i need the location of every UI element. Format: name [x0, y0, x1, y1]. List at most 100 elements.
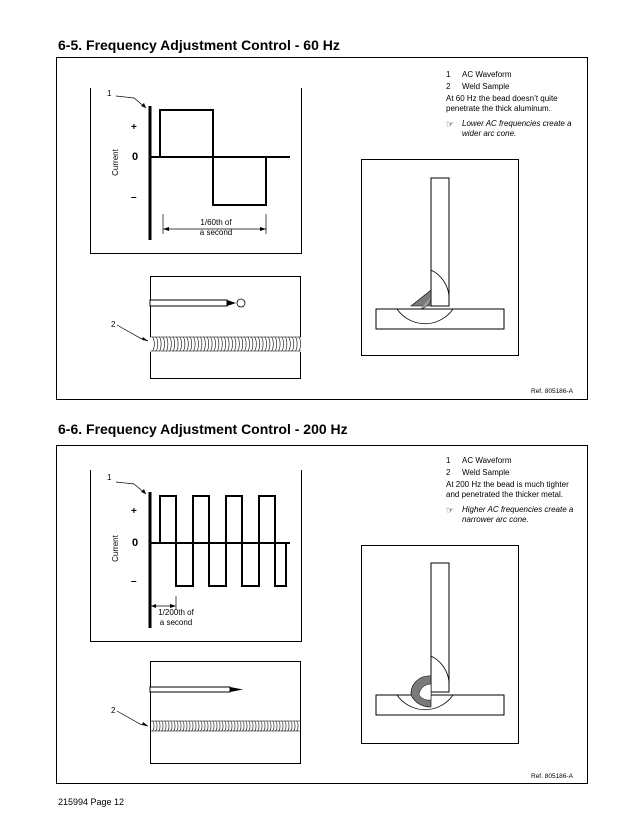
legend-item-2-200hz: 2 Weld Sample — [446, 468, 574, 478]
weld-ripple — [236, 336, 240, 352]
legend-text: Weld Sample — [462, 468, 510, 477]
weld-ripple — [209, 336, 213, 352]
weld-ripple — [169, 720, 173, 732]
legend-num: 1 — [446, 70, 451, 79]
weld-ripple — [160, 720, 164, 732]
weld-ripple — [163, 720, 167, 732]
weld-ripple — [226, 720, 230, 732]
weld-ripple — [172, 720, 176, 732]
zero-label-200hz: 0 — [132, 537, 139, 549]
weld-ripple — [287, 336, 291, 352]
weld-ripple — [199, 720, 203, 732]
weld-ripple — [192, 336, 196, 352]
callout-2-60hz: 2 — [111, 320, 116, 329]
joint-box-60hz — [361, 159, 519, 356]
weld-ripple — [262, 720, 266, 732]
weld-ripple — [155, 336, 158, 352]
tip-text-60hz: Lower AC frequencies create a wider arc … — [462, 119, 572, 138]
weld-ripple — [277, 720, 281, 732]
weld-sample-box-60hz — [150, 276, 301, 379]
plus-label-60hz: + — [131, 122, 137, 133]
section-title-200hz: 6-6. Frequency Adjustment Control - 200 … — [58, 421, 348, 437]
weld-ripple — [196, 336, 199, 352]
weld-ripple — [213, 336, 216, 352]
weld-ripple — [247, 720, 251, 732]
figure-frame-60hz — [56, 57, 588, 400]
weld-ripple — [178, 720, 182, 732]
weld-ripple — [216, 336, 220, 352]
weld-ripple — [241, 720, 245, 732]
weld-ripple — [270, 336, 274, 352]
weld-ripple — [289, 720, 293, 732]
weld-ripple — [187, 720, 191, 732]
callout-1-200hz: 1 — [107, 473, 112, 482]
weld-ripple — [253, 720, 257, 732]
weld-ripple — [193, 720, 197, 732]
weld-ripple — [223, 336, 226, 352]
legend-num: 1 — [446, 456, 451, 465]
weld-ripple — [211, 720, 215, 732]
waveform-panel-200hz — [90, 470, 302, 642]
callout-2-200hz: 2 — [111, 706, 116, 715]
weld-ripple — [196, 720, 200, 732]
period-label-200hz: 1/200th of a second — [144, 608, 208, 628]
weld-ripple — [214, 720, 218, 732]
weld-ripple — [271, 720, 275, 732]
ref-60hz: Ref. 805186-A — [531, 388, 573, 395]
weld-ripple — [229, 720, 233, 732]
weld-ripple — [281, 336, 284, 352]
weld-ripple — [181, 720, 185, 732]
weld-ripple — [260, 336, 264, 352]
weld-ripple — [172, 336, 175, 352]
weld-ripple — [230, 336, 233, 352]
legend-num: 2 — [446, 468, 451, 477]
section-title-60hz: 6-5. Frequency Adjustment Control - 60 H… — [58, 37, 340, 53]
notes-200hz: 1 AC Waveform 2 Weld Sample At 200 Hz the … — [446, 456, 574, 525]
minus-label-200hz: – — [131, 576, 137, 587]
weld-ripple — [256, 720, 260, 732]
weld-ripple — [243, 336, 247, 352]
plus-label-200hz: + — [131, 506, 137, 517]
weld-ripple — [294, 336, 298, 352]
weld-ripple — [185, 336, 189, 352]
weld-ripple — [220, 720, 224, 732]
weld-ripple — [277, 336, 281, 352]
weld-ripple — [184, 720, 188, 732]
weld-ripple — [240, 336, 243, 352]
weld-ripple — [291, 336, 294, 352]
weld-ripple — [268, 720, 272, 732]
weld-ripple — [158, 336, 162, 352]
weld-ripple — [274, 720, 278, 732]
tip-60hz: ☞ Lower AC frequencies create a wider arc… — [446, 119, 574, 139]
weld-ripple — [250, 720, 254, 732]
weld-ripple — [257, 336, 260, 352]
period-label-60hz: 1/60th of a second — [186, 218, 246, 238]
pointing-hand-icon: ☞ — [446, 505, 455, 515]
description-60hz: At 60 Hz the bead doesn’t quite penetrat… — [446, 94, 558, 113]
page-footer: 215994 Page 12 — [58, 797, 125, 807]
pointing-hand-icon: ☞ — [446, 119, 455, 129]
weld-ripple — [286, 720, 290, 732]
weld-ripple — [295, 720, 299, 732]
weld-ripple — [157, 720, 161, 732]
legend-text: AC Waveform — [462, 456, 512, 465]
weld-ripple — [205, 720, 209, 732]
weld-ripple — [175, 720, 179, 732]
weld-ripple — [226, 336, 230, 352]
figure-frame-200hz — [56, 445, 588, 784]
weld-ripple — [154, 720, 158, 732]
description-200hz: At 200 Hz the bead is much tighter and p… — [446, 480, 569, 499]
waveform-panel-60hz — [90, 88, 302, 254]
weld-ripple — [179, 336, 182, 352]
weld-ripple — [182, 336, 186, 352]
weld-ripple — [190, 720, 194, 732]
weld-ripple — [199, 336, 203, 352]
weld-ripple — [232, 720, 236, 732]
weld-ripple — [267, 336, 271, 352]
weld-ripple — [250, 336, 254, 352]
